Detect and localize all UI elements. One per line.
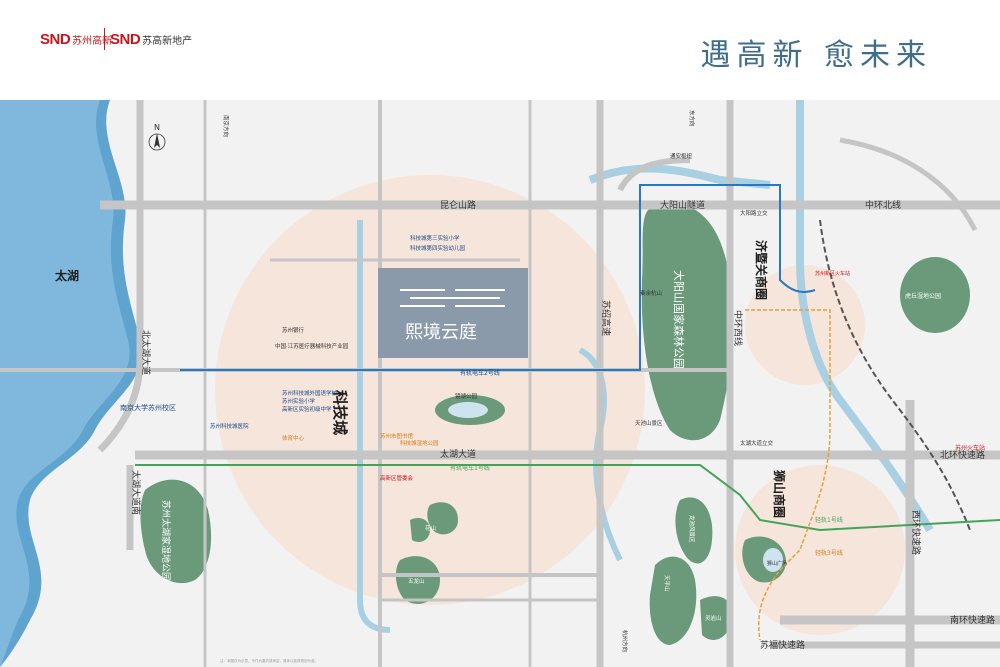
canal-north <box>588 164 771 189</box>
road-taihu: 太湖大道 <box>440 448 476 460</box>
logo-divider <box>104 28 105 50</box>
keji-label: 科技城 <box>331 390 349 435</box>
header: SND 苏州高新 SND 苏高新地产 遇高新 愈未来 <box>0 0 1000 100</box>
jingrou-hill <box>427 502 458 535</box>
jieyan-label: 济暨关商圈 <box>754 240 769 300</box>
lion-label: 狮山商圈 <box>772 469 787 518</box>
metro-line-orange[interactable] <box>745 309 831 641</box>
nju-label: 南京大学苏州校区 <box>120 403 176 412</box>
slogan: 遇高新 愈未来 <box>700 38 932 73</box>
huqiu-park <box>900 257 970 333</box>
snd-logo: SND 苏州高新 <box>40 28 112 50</box>
huqiu-label: 虎丘湿地公园 <box>905 292 941 300</box>
wulong-label: 五龙山 <box>408 577 425 585</box>
road-zhonghuan-west: 中环西线 <box>732 310 744 346</box>
poi-kindergarten2: 科技城第四实验幼儿园 <box>410 244 466 252</box>
road-sugao: 苏绍高速 <box>600 300 612 336</box>
wetland-park <box>140 479 212 584</box>
new-district-station: 苏州新区火车站 <box>815 270 850 277</box>
river-west <box>357 220 391 633</box>
poi-hospital: 苏州科技城医院 <box>210 422 249 430</box>
logo-mark-2: SND <box>110 30 141 48</box>
tram2-label: 有轨电车2号线 <box>460 369 500 377</box>
longchi-label: 龙池风景区 <box>688 515 696 543</box>
footnote: 注：本图仅为示意，不作为要约或承诺，具体以政府规划为准。 <box>220 658 318 663</box>
poi-sci-school: 苏州科技城外国语学校 <box>282 389 338 397</box>
railway <box>819 219 971 531</box>
road-sufu: 苏福快速路 <box>760 639 805 651</box>
xingqiao-label: 秦余杭山 <box>640 289 662 297</box>
dayang-park-label: 大阳山国家森林公园 <box>672 270 686 369</box>
road-kunlun: 昆仑山路 <box>440 199 476 211</box>
road-zhonghuan-north: 中环北线 <box>865 199 901 211</box>
road-beihuan: 北环快速路 <box>940 449 985 461</box>
poi-kindergarten1: 科技城第三实验小学 <box>410 234 460 242</box>
wulong-hill <box>395 556 440 604</box>
area-map[interactable]: 太湖 大阳山国家森林公园 苏州太湖家湿地公园 虎丘湿地公园 <box>0 100 1000 667</box>
road-network <box>0 100 1000 667</box>
huashan-label: 花山 <box>425 524 436 532</box>
tianping-label: 天平山 <box>663 575 671 592</box>
suzhou-station: 苏州火车站 <box>955 444 985 452</box>
tram2-line[interactable] <box>180 184 816 371</box>
dir-nanjing: 南京方向 <box>222 115 230 137</box>
keji-zone <box>215 175 645 605</box>
poi-metro-center: 中国·江苏医疗器械科技产业园 <box>275 342 349 350</box>
project-logo-lines <box>400 289 505 307</box>
tram1-label: 有轨电车1号线 <box>450 464 490 472</box>
poi-bank: 苏州银行 <box>282 326 305 334</box>
logo-cn: 苏州高新 <box>72 35 113 47</box>
jingrou-label: 镜湖公园 <box>455 392 478 400</box>
small-hill <box>410 518 430 542</box>
lingyan-hill <box>700 596 733 640</box>
road-taihu-v: 太湖大道南 <box>130 470 142 515</box>
road-nanhuan: 南环快速路 <box>950 614 995 626</box>
dir-east: 东方向 <box>688 110 696 127</box>
dayang-interchange: 大阳路立交 <box>740 209 768 217</box>
logo-cn-2: 苏高新地产 <box>142 35 193 47</box>
poi-gov: 高新区管委会 <box>380 474 414 482</box>
poi-middle: 高新区实验初级中学 <box>282 405 332 413</box>
dir-hangzhou: 杭州方向 <box>621 630 629 652</box>
poi-primary: 苏州实验小学 <box>282 397 316 405</box>
project-name: 熙境云庭 <box>405 322 477 343</box>
lion-zone <box>735 465 905 635</box>
tianping-hill <box>649 556 697 645</box>
logo-mark: SND <box>40 30 71 48</box>
jingrou-lake <box>448 402 488 418</box>
taihu-lake-inner <box>0 100 130 667</box>
taihu-label: 太湖 <box>55 268 79 283</box>
road-tunnel: 大阳山隧道 <box>660 199 705 211</box>
road-xihuan: 西环快速路 <box>910 510 922 555</box>
tram1-line[interactable] <box>135 464 1000 532</box>
longchi-hill <box>675 497 713 564</box>
compass-label: N <box>154 123 160 132</box>
tianzhi-label: 天池山景区 <box>635 419 663 427</box>
road-north-taihu: 北太湖大道 <box>140 330 152 375</box>
poi-library: 苏州市图书馆 <box>380 432 414 440</box>
poi-park-keji: 科技城湿地公园 <box>400 439 439 447</box>
tongan-interchange: 通安枢纽 <box>670 152 693 160</box>
snd-property-logo: SND 苏高新地产 <box>110 28 192 50</box>
taihu-interchange: 太湖大道立交 <box>740 439 774 447</box>
compass: N <box>148 123 166 151</box>
shishan-lake <box>763 548 783 572</box>
metro1-label: 轻轨1号线 <box>815 516 843 524</box>
lingyan-label: 灵岩山 <box>705 614 722 622</box>
dayang-park <box>641 203 733 441</box>
metro3-label: 轻轨3号线 <box>815 549 843 557</box>
wetland-label: 苏州太湖家湿地公园 <box>160 500 172 581</box>
poi-sports: 体育中心 <box>282 434 305 442</box>
shishan-square: 狮山广场 <box>767 560 787 567</box>
project-block[interactable] <box>378 268 528 358</box>
